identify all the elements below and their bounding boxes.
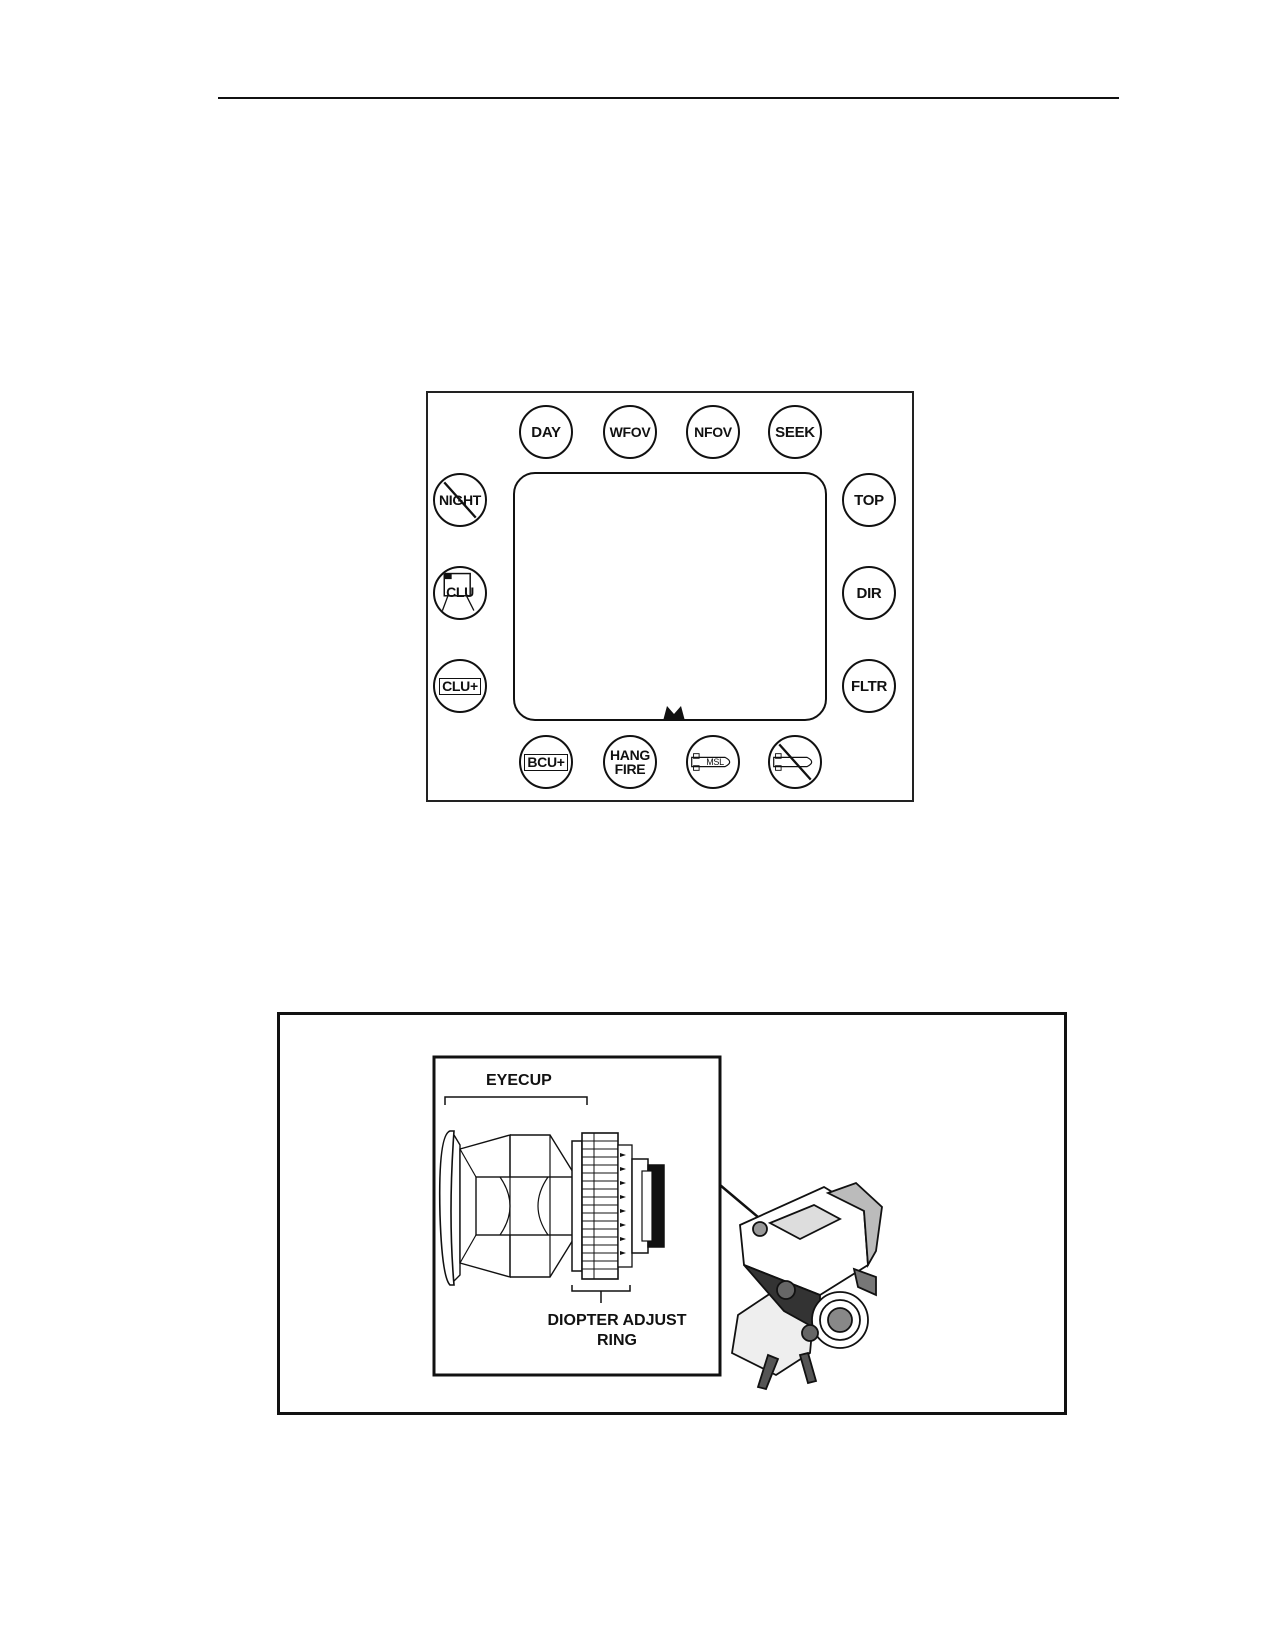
night-button[interactable]: NIGHT bbox=[433, 473, 487, 527]
missile-slash-icon bbox=[773, 743, 813, 781]
eyecup-label: EYECUP bbox=[486, 1072, 552, 1089]
top-button-label: TOP bbox=[854, 491, 884, 509]
missile-button-label: MSL bbox=[706, 756, 724, 767]
dir-button-label: DIR bbox=[856, 584, 882, 602]
clu-button-label: CLU bbox=[446, 583, 474, 600]
wfov-button-label: WFOV bbox=[609, 423, 651, 440]
missile-disabled-button[interactable] bbox=[768, 735, 822, 789]
wfov-button[interactable]: WFOV bbox=[603, 405, 657, 459]
diopter-label-line2: RING bbox=[597, 1332, 637, 1349]
day-button[interactable]: DAY bbox=[519, 405, 573, 459]
bcu-plus-button-label: BCU+ bbox=[524, 753, 568, 771]
header-rule bbox=[218, 97, 1119, 99]
missile-button[interactable]: MSL bbox=[686, 735, 740, 789]
hang-fire-line1: HANG bbox=[609, 747, 651, 763]
nfov-button-label: NFOV bbox=[694, 423, 732, 440]
seek-button[interactable]: SEEK bbox=[768, 405, 822, 459]
diopter-label: DIOPTER ADJUST RING bbox=[542, 1311, 692, 1351]
hang-fire-button[interactable]: HANG FIRE bbox=[603, 735, 657, 789]
eyepiece-figure: EYECUP DIOPTER ADJUST RING bbox=[277, 1012, 1067, 1415]
nfov-button[interactable]: NFOV bbox=[686, 405, 740, 459]
fltr-button-label: FLTR bbox=[850, 677, 887, 695]
display-figure: DAY WFOV NFOV SEEK NIGHT CLU CLU+ TOP DI… bbox=[426, 391, 914, 802]
display-screen bbox=[513, 472, 827, 721]
seek-button-label: SEEK bbox=[775, 423, 815, 441]
clu-button[interactable]: CLU bbox=[433, 566, 487, 620]
bcu-plus-button[interactable]: BCU+ bbox=[519, 735, 573, 789]
sight-unit-icon bbox=[731, 1181, 883, 1391]
diopter-label-line1: DIOPTER ADJUST bbox=[547, 1312, 687, 1329]
clu-plus-button[interactable]: CLU+ bbox=[433, 659, 487, 713]
eyepiece-drawing bbox=[432, 1055, 883, 1391]
night-button-label: NIGHT bbox=[438, 491, 482, 508]
dir-button[interactable]: DIR bbox=[842, 566, 896, 620]
clu-plus-button-label: CLU+ bbox=[439, 677, 481, 695]
day-button-label: DAY bbox=[531, 423, 561, 441]
hang-fire-line2: FIRE bbox=[614, 761, 646, 777]
fltr-button[interactable]: FLTR bbox=[842, 659, 896, 713]
top-button[interactable]: TOP bbox=[842, 473, 896, 527]
screen-center-marker bbox=[663, 706, 685, 721]
